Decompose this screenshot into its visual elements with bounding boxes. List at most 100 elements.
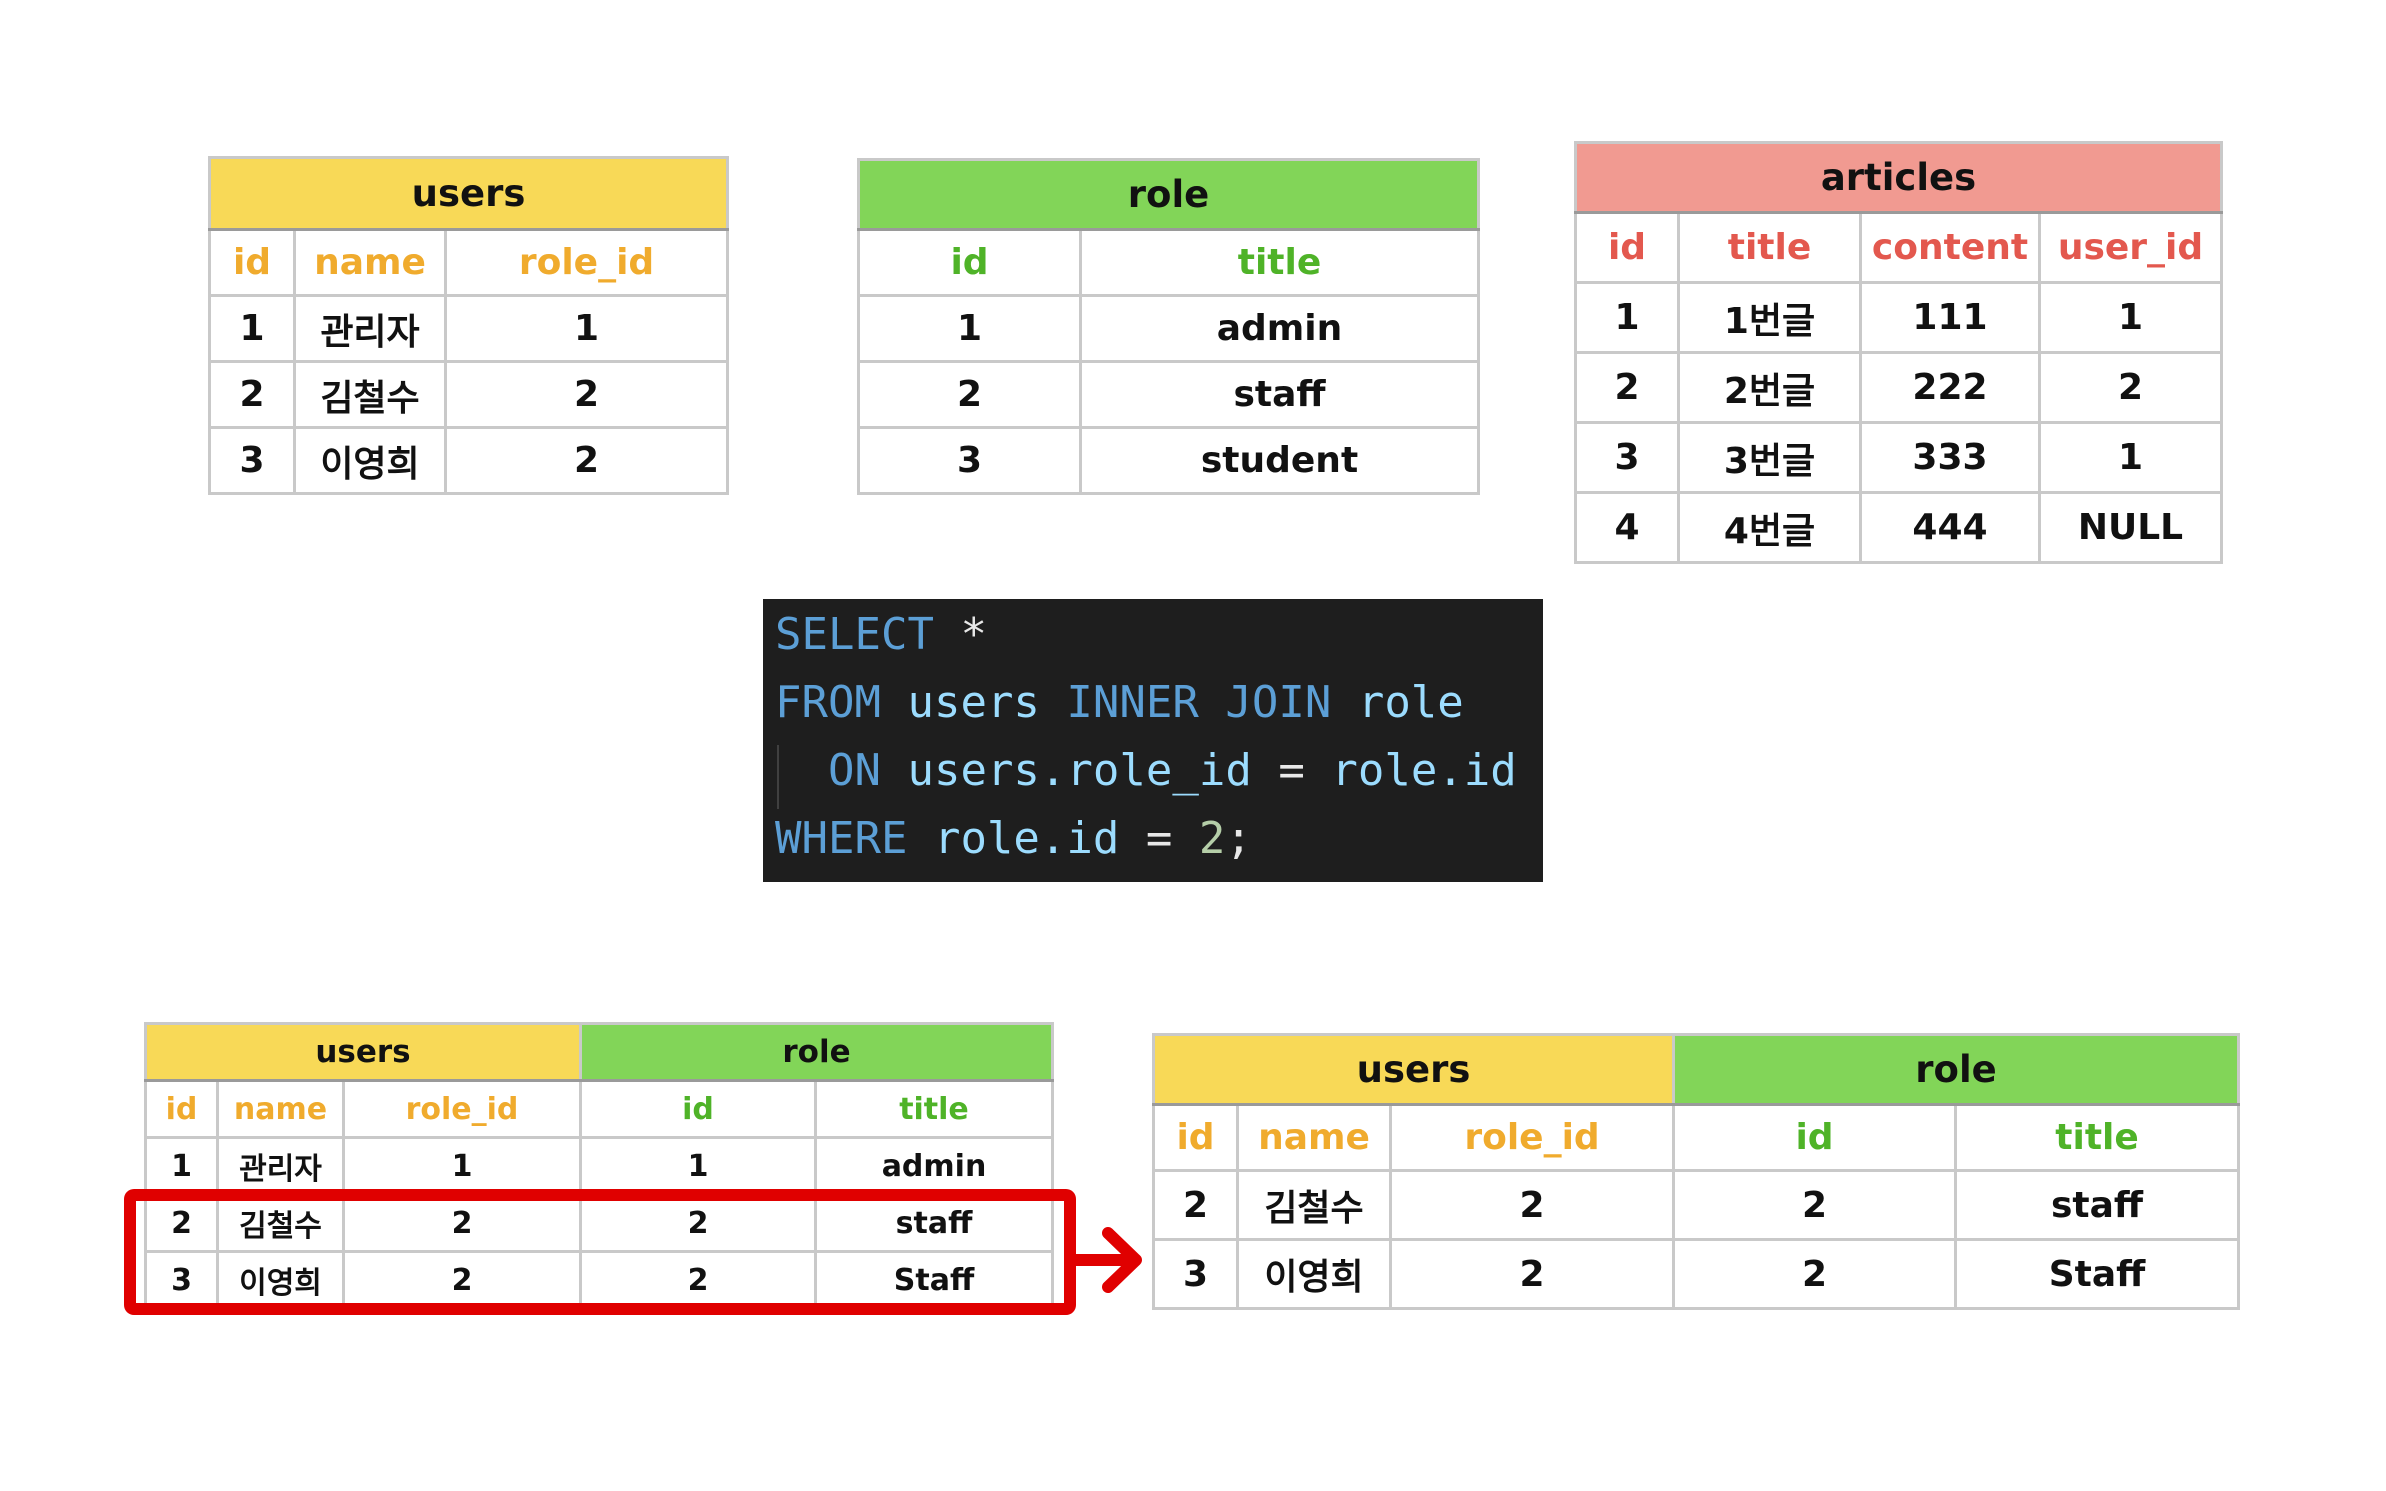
group-header-role: role xyxy=(579,1022,1054,1082)
cell: student xyxy=(1078,426,1481,495)
cell: 1 xyxy=(1574,281,1680,354)
table-row: 2 2번글 222 2 xyxy=(1574,351,2224,424)
role-table-title: role xyxy=(856,158,1481,231)
cell: 관리자 xyxy=(216,1136,345,1196)
column-header-name: name xyxy=(293,228,447,297)
table-row: 4 4번글 444 NULL xyxy=(1574,491,2224,564)
column-header-name: name xyxy=(216,1079,345,1139)
users-table: users id name role_id 1 관리자 1 2 김철수 2 3 … xyxy=(207,156,730,495)
cell: 1 xyxy=(208,294,296,363)
cell: NULL xyxy=(2037,491,2224,564)
cell: 이영희 xyxy=(293,426,447,495)
cell: staff xyxy=(1954,1169,2241,1241)
sql-number: 2 xyxy=(1198,813,1226,864)
column-header-id: id xyxy=(857,228,1082,297)
column-header-role-id: role_id xyxy=(443,228,730,297)
column-header-title: title xyxy=(1078,228,1481,297)
cell: admin xyxy=(814,1136,1054,1196)
cell: 1 xyxy=(342,1136,582,1196)
table-row: 1 1번글 111 1 xyxy=(1574,281,2224,354)
code-line-1: SELECT * xyxy=(775,609,987,660)
cell: 444 xyxy=(1859,491,2041,564)
cell: 김철수 xyxy=(1236,1169,1392,1241)
cell: 2 xyxy=(342,1250,582,1310)
cell: 2 xyxy=(2037,351,2224,424)
cell: 4번글 xyxy=(1677,491,1862,564)
sql-keyword: INNER JOIN xyxy=(1066,677,1332,728)
sql-identifier: role xyxy=(1357,677,1464,728)
sql-code-block: SELECT * FROM users INNER JOIN role ON u… xyxy=(763,599,1543,882)
sql-operator: * xyxy=(960,609,987,660)
column-header-id: id xyxy=(208,228,296,297)
articles-table: articles id title content user_id 1 1번글 … xyxy=(1573,141,2224,564)
table-row: 2 김철수 2 xyxy=(208,360,730,429)
column-header-name: name xyxy=(1236,1103,1392,1172)
table-row: 2 김철수 2 2 staff xyxy=(1152,1169,2241,1241)
cell: 이영희 xyxy=(216,1250,345,1310)
cell: 2번글 xyxy=(1677,351,1862,424)
cell: 2 xyxy=(1574,351,1680,424)
code-line-3: ON users.role_id = role.id xyxy=(775,745,1517,796)
arrow-right-icon xyxy=(1068,1227,1142,1293)
sql-keyword: WHERE xyxy=(775,813,908,864)
cell: 1 xyxy=(579,1136,817,1196)
column-header-title: title xyxy=(1677,211,1862,284)
table-row: 2 staff xyxy=(857,360,1481,429)
cell: 333 xyxy=(1859,421,2041,494)
group-header-role: role xyxy=(1672,1033,2241,1106)
column-header-id: id xyxy=(144,1079,219,1139)
table-row: 3 3번글 333 1 xyxy=(1574,421,2224,494)
table-row: 3 이영희 2 2 Staff xyxy=(1152,1238,2241,1310)
result-table: users role id name role_id id title 2 김철… xyxy=(1151,1033,2241,1310)
column-header-role-id: role_id xyxy=(1388,1103,1676,1172)
cell: 3 xyxy=(1574,421,1680,494)
cell: admin xyxy=(1078,294,1481,363)
group-header-users: users xyxy=(144,1022,582,1082)
users-table-title: users xyxy=(207,156,730,231)
column-header-user-id: user_id xyxy=(2037,211,2224,284)
sql-keyword: SELECT xyxy=(775,609,934,660)
column-header-role-id: role_id xyxy=(342,1079,582,1139)
cell: 3번글 xyxy=(1677,421,1862,494)
table-row: 3 student xyxy=(857,426,1481,495)
cell: 1 xyxy=(2037,421,2224,494)
sql-identifier: role.id xyxy=(933,813,1120,864)
group-header-users: users xyxy=(1151,1033,1676,1106)
cell: 1번글 xyxy=(1677,281,1862,354)
cell: 1 xyxy=(857,294,1082,363)
cell: 2 xyxy=(857,360,1082,429)
indent-guide xyxy=(777,745,779,809)
sql-semicolon: ; xyxy=(1225,813,1252,864)
cell: Staff xyxy=(1954,1238,2241,1310)
table-row: 1 관리자 1 1 admin xyxy=(144,1136,1054,1196)
cell: staff xyxy=(1078,360,1481,429)
column-header-title: title xyxy=(814,1079,1054,1139)
column-header-id: id xyxy=(1574,211,1680,284)
column-header-title: title xyxy=(1954,1103,2241,1172)
sql-identifier: users.role_id xyxy=(907,745,1252,796)
sql-operator: = xyxy=(1145,813,1173,864)
cell: 2 xyxy=(1388,1238,1676,1310)
cell: 111 xyxy=(1859,281,2041,354)
cell: 222 xyxy=(1859,351,2041,424)
column-header-role-id-key: id xyxy=(1672,1103,1958,1172)
cell: staff xyxy=(814,1193,1054,1253)
sql-identifier: users xyxy=(907,677,1040,728)
role-table: role id title 1 admin 2 staff 3 student xyxy=(856,158,1481,495)
code-line-2: FROM users INNER JOIN role xyxy=(775,677,1464,728)
table-row: 1 관리자 1 xyxy=(208,294,730,363)
column-header-id: id xyxy=(1152,1103,1239,1172)
sql-keyword: ON xyxy=(827,745,881,796)
sql-keyword: FROM xyxy=(775,677,881,728)
cell: 4 xyxy=(1574,491,1680,564)
cell: 2 xyxy=(443,426,730,495)
column-header-content: content xyxy=(1859,211,2041,284)
cell: 2 xyxy=(208,360,296,429)
cell: 2 xyxy=(342,1193,582,1253)
cell: 관리자 xyxy=(293,294,447,363)
cell: 이영희 xyxy=(1236,1238,1392,1310)
articles-table-title: articles xyxy=(1573,141,2224,214)
table-row: 3 이영희 2 2 Staff xyxy=(144,1250,1054,1310)
cell: Staff xyxy=(814,1250,1054,1310)
sql-identifier: role.id xyxy=(1331,745,1517,796)
